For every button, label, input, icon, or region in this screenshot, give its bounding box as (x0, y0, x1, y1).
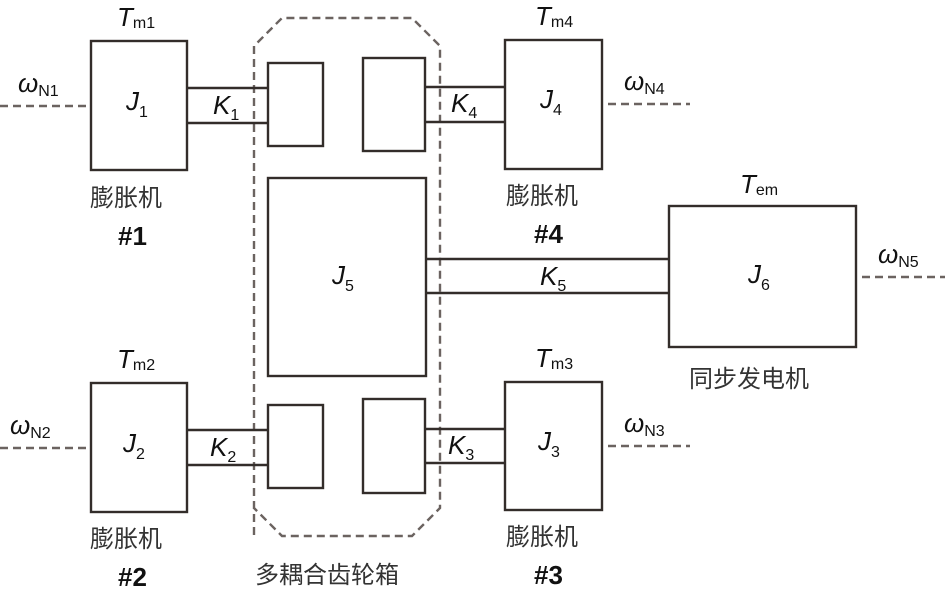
stiffness-label-k1: K1 (213, 90, 239, 124)
shaft-k2 (187, 428, 268, 467)
torque-label-m3: Tm3 (535, 343, 573, 373)
generator-label: 同步发电机 (689, 365, 809, 393)
expander-4-box (503, 38, 604, 171)
shaft-k1 (187, 86, 268, 125)
speed-label-n2: ωN2 (10, 410, 51, 442)
gearbox-label: 多耦合齿轮箱 (255, 561, 399, 589)
expander-1-number: #1 (118, 221, 147, 251)
speed-label-n4: ωN4 (624, 66, 665, 98)
shaft-k5 (426, 257, 669, 295)
expander-2-label: 膨胀机 (90, 525, 162, 553)
generator-box (667, 204, 858, 349)
pinion-4-box (361, 56, 427, 153)
inertia-label-j5: J5 (331, 260, 354, 295)
shaft-k3 (425, 427, 505, 465)
speed-label-n3: ωN3 (624, 408, 665, 440)
expander-4-label: 膨胀机 (506, 182, 578, 210)
stiffness-label-k2: K2 (210, 432, 236, 466)
expander-3-number: #3 (534, 560, 563, 589)
inertia-label-j3: J3 (537, 426, 560, 461)
inertia-label-j4: J4 (539, 84, 562, 119)
speed-label-n1: ωN1 (18, 68, 59, 100)
pinion-1-box (266, 61, 325, 148)
expander-4-number: #4 (534, 219, 563, 249)
expander-3-box (503, 380, 604, 512)
bull-gear-box (266, 176, 428, 378)
torque-label-m2: Tm2 (117, 344, 155, 374)
inertia-label-j2: J2 (122, 428, 145, 463)
stiffness-label-k4: K4 (451, 88, 477, 122)
torque-label-m4: Tm4 (535, 1, 573, 31)
torque-label-m1: Tm1 (117, 2, 155, 32)
expander-1-label: 膨胀机 (90, 184, 162, 212)
stiffness-label-k5: K5 (540, 261, 566, 295)
torque-label-em: Tem (740, 169, 778, 199)
inertia-label-j1: J1 (125, 86, 148, 121)
expander-1-box (89, 39, 189, 172)
pinion-2-box (266, 403, 325, 490)
speed-label-n5: ωN5 (878, 239, 919, 271)
stiffness-label-k3: K3 (448, 430, 474, 464)
expander-2-number: #2 (118, 562, 147, 589)
pinion-3-box (361, 397, 427, 495)
expander-3-label: 膨胀机 (506, 523, 578, 551)
shaft-k4 (425, 85, 505, 124)
inertia-label-j6: J6 (747, 259, 770, 294)
expander-2-box (89, 381, 189, 514)
